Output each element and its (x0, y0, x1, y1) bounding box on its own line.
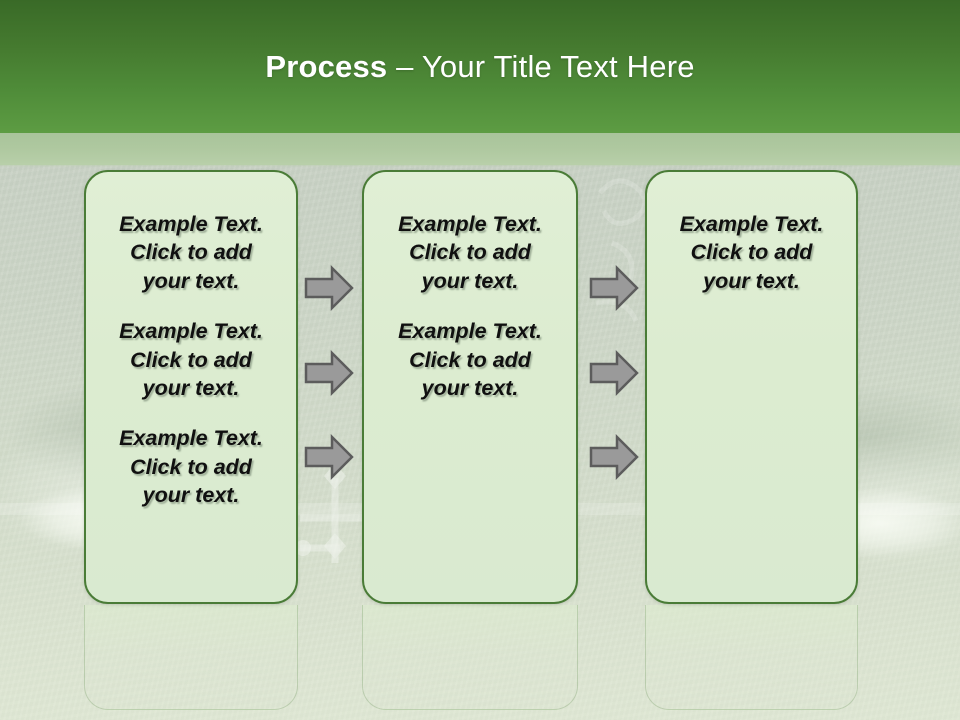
title-bar: Process – Your Title Text Here (0, 0, 960, 133)
process-text-2-2[interactable]: Example Text. Click to add your text. (398, 319, 542, 400)
title-rest: – Your Title Text Here (387, 48, 695, 84)
title-strong: Process (265, 48, 388, 84)
connector-arrow-1-c (304, 433, 354, 481)
process-text-2-1[interactable]: Example Text. Click to add your text. (398, 212, 542, 293)
title-underband-fade (0, 163, 960, 167)
connector-arrow-2-b (589, 349, 639, 397)
reflection-column-2 (362, 605, 578, 710)
process-box-3[interactable]: Example Text. Click to add your text. (645, 170, 858, 604)
process-box-2[interactable]: Example Text. Click to add your text. Ex… (362, 170, 578, 604)
connector-arrow-1-a (304, 264, 354, 312)
reflection-column-1 (84, 605, 298, 710)
connector-arrow-1-b (304, 349, 354, 397)
process-text-3-1[interactable]: Example Text. Click to add your text. (679, 212, 824, 293)
process-text-1-1[interactable]: Example Text. Click to add your text. (119, 212, 263, 293)
title-underband (0, 133, 960, 165)
process-box-1[interactable]: Example Text. Click to add your text. Ex… (84, 170, 298, 604)
connector-arrow-2-a (589, 264, 639, 312)
reflection-column-3 (645, 605, 858, 710)
process-text-1-2[interactable]: Example Text. Click to add your text. (119, 319, 263, 400)
page-title: Process – Your Title Text Here (265, 49, 694, 85)
process-text-1-3[interactable]: Example Text. Click to add your text. (119, 426, 263, 507)
connector-arrow-2-c (589, 433, 639, 481)
